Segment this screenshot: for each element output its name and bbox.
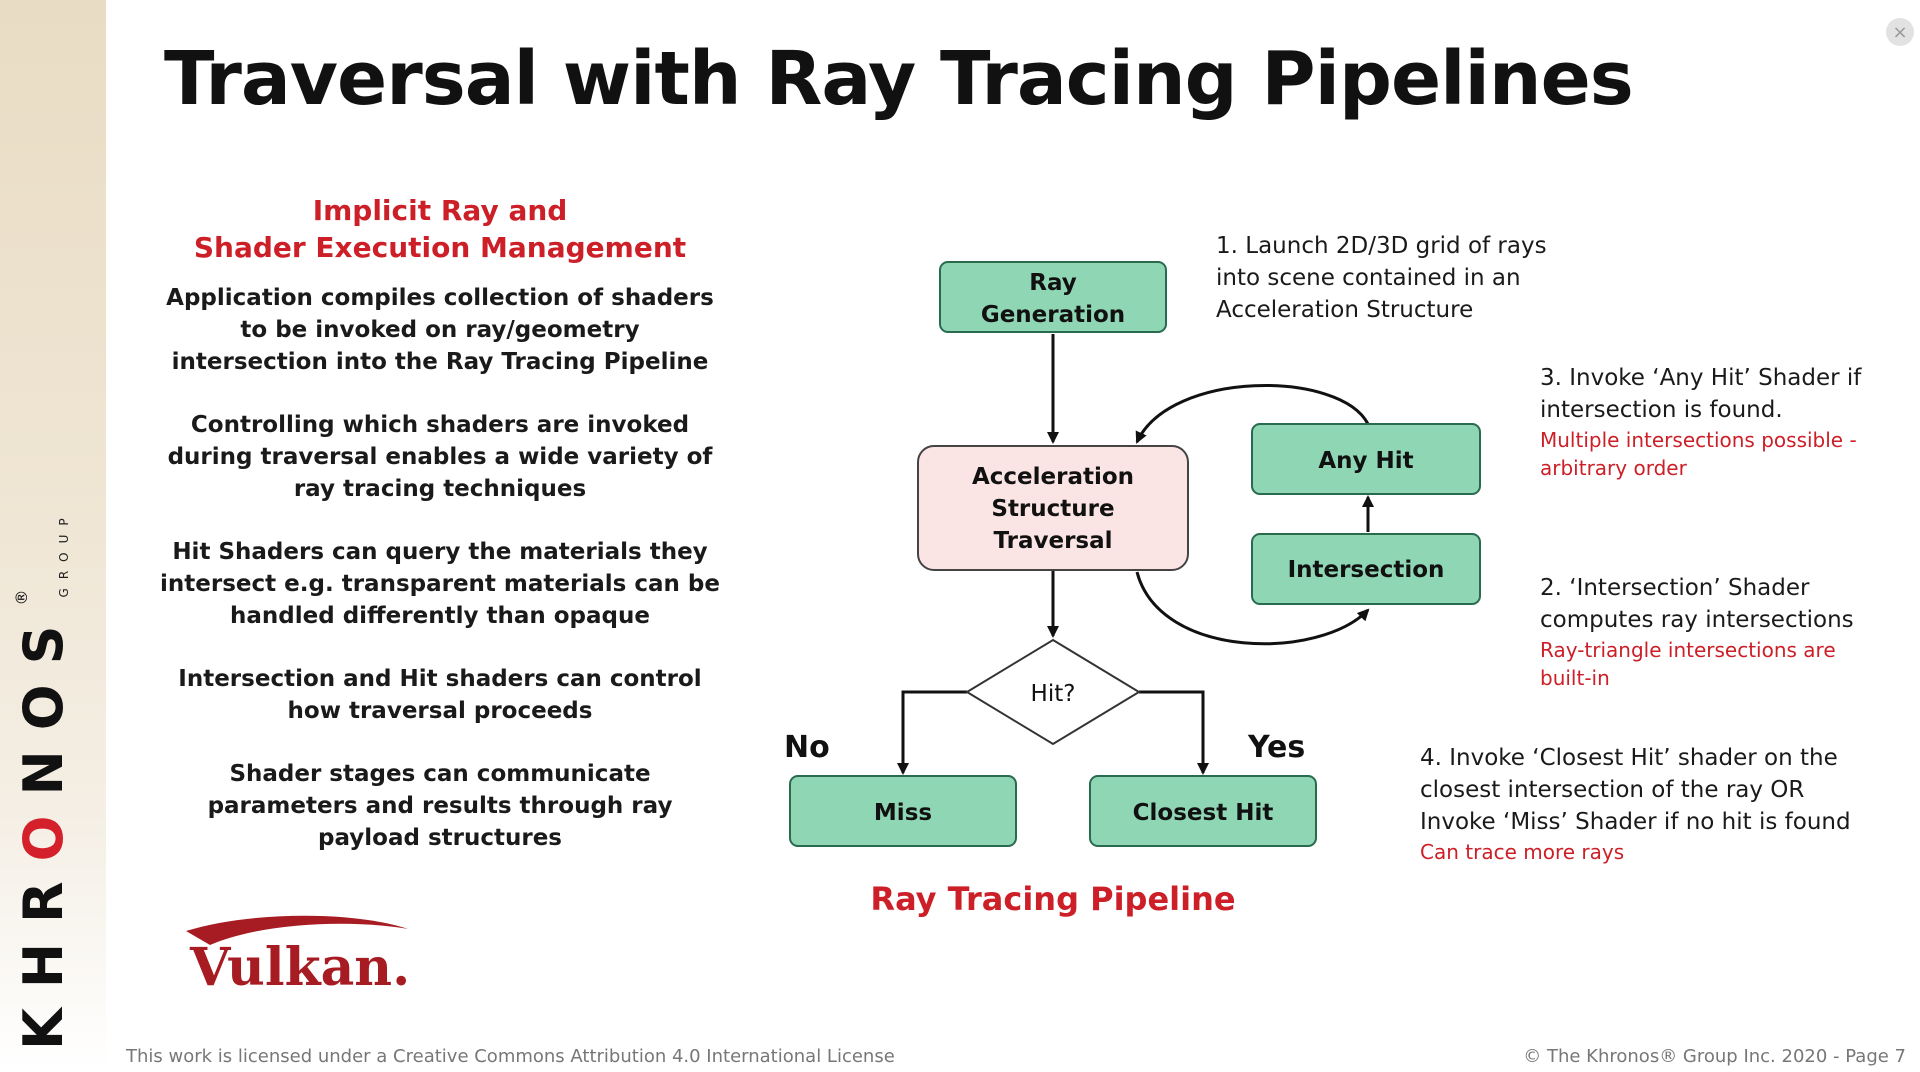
svg-text:Any Hit: Any Hit [1318,448,1413,474]
diagram-caption: Ray Tracing Pipeline [870,880,1235,918]
note-sub-line: arbitrary order [1540,456,1687,480]
note-main-line: 2. ‘Intersection’ Shader [1540,575,1810,601]
close-icon: × [1892,21,1908,43]
note-main-line: computes ray intersections [1540,607,1854,633]
left-heading-line: Shader Execution Management [193,231,687,264]
hit-decision-node: Hit? [965,638,1141,746]
note-intersection: 2. ‘Intersection’ Shader computes ray in… [1540,572,1854,692]
left-paragraph: Controlling which shaders are invoked du… [167,412,713,502]
svg-text:Intersection: Intersection [1288,557,1445,583]
intersection-node: Intersection [1251,533,1481,605]
svg-text:Closest Hit: Closest Hit [1133,800,1274,826]
any-hit-node: Any Hit [1251,423,1481,495]
note-sub-line: Multiple intersections possible - [1540,428,1857,452]
ray-generation-node: Ray Generation [939,261,1167,333]
svg-text:Acceleration: Acceleration [972,464,1134,490]
svg-text:Traversal: Traversal [993,528,1112,554]
note-sub-line: built-in [1540,666,1610,690]
svg-text:Hit?: Hit? [1031,681,1076,707]
edge-anyhit-to-traversal [1135,384,1370,444]
left-paragraph: Intersection and Hit shaders can control… [178,666,702,724]
left-paragraph: Hit Shaders can query the materials they… [160,539,720,629]
note-main-line: intersection is found. [1540,397,1783,423]
note-main-line: 1. Launch 2D/3D grid of rays [1216,233,1547,259]
miss-node: Miss [789,775,1017,847]
edge-label-yes: Yes [1247,730,1305,765]
left-paragraph: Shader stages can communicate parameters… [207,761,673,851]
note-sub-line: Ray-triangle intersections are [1540,638,1836,662]
svg-text:Generation: Generation [981,302,1125,328]
sidebar-panel: KHRONOS ® GROUP [0,0,106,1072]
edge-hit-yes [1139,690,1209,775]
acceleration-structure-traversal-node: Acceleration Structure Traversal [917,445,1189,571]
left-heading: Implicit Ray and Shader Execution Manage… [160,192,720,266]
left-column: Implicit Ray and Shader Execution Manage… [160,192,720,885]
vulkan-swoosh [186,915,408,945]
note-any-hit: 3. Invoke ‘Any Hit’ Shader if intersecti… [1540,362,1861,482]
edge-hit-no [897,690,967,775]
left-heading-line: Implicit Ray and [312,194,568,227]
vulkan-logo: Vulkan. [186,915,410,995]
note-main-line: Acceleration Structure [1216,297,1474,323]
edge-traversal-to-intersection [1135,571,1370,646]
copyright-text: © The Khronos® Group Inc. 2020 - Page 7 [1523,1046,1906,1067]
note-main-line: into scene contained in an [1216,265,1521,291]
svg-text:Structure: Structure [991,496,1114,522]
page-title: Traversal with Ray Tracing Pipelines [164,36,1634,122]
note-main-line: 4. Invoke ‘Closest Hit’ shader on the [1420,745,1838,771]
license-text: This work is licensed under a Creative C… [126,1046,895,1067]
note-closest-hit: 4. Invoke ‘Closest Hit’ shader on the cl… [1420,742,1851,866]
note-main-line: Invoke ‘Miss’ Shader if no hit is found [1420,809,1851,835]
vulkan-wordmark: Vulkan. [189,937,410,995]
note-launch: 1. Launch 2D/3D grid of rays into scene … [1216,230,1547,326]
note-main-line: closest intersection of the ray OR [1420,777,1805,803]
svg-text:Miss: Miss [874,800,932,826]
close-button[interactable]: × [1886,18,1914,46]
closest-hit-node: Closest Hit [1089,775,1317,847]
svg-text:Ray: Ray [1029,270,1077,296]
edge-label-no: No [784,730,830,765]
note-sub-line: Can trace more rays [1420,840,1625,864]
left-paragraph: Application compiles collection of shade… [166,285,714,375]
note-main-line: 3. Invoke ‘Any Hit’ Shader if [1540,365,1862,391]
